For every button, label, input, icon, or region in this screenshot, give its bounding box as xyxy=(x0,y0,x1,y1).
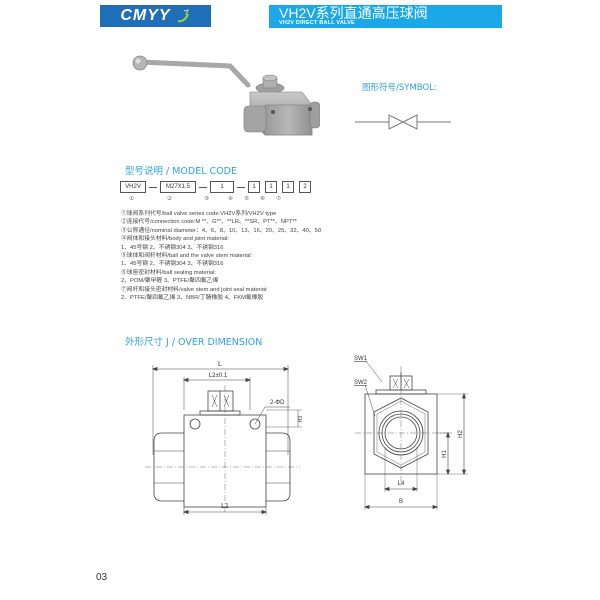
title-chinese: VH2V系列直通高压球阀 xyxy=(279,5,428,21)
description-line: ⑤球体和阀杆材料/ball and the valve stem materia… xyxy=(121,253,253,260)
description-line: 1、45号钢 2、不锈钢304 3、不锈钢316 xyxy=(121,244,224,251)
description-line: ③公称通径/nominal diameter：4、6、8、10、13、16、20… xyxy=(121,227,322,234)
code-index: ⑤ xyxy=(244,196,249,202)
description-line: 2、PTFE/聚四氟乙烯 3、NBR/丁腈橡胶 4、FKM氟橡胶 xyxy=(121,295,264,302)
model-code-row: VH2V M27X1.5 1 1 1 1 2 xyxy=(120,180,311,194)
description-line: ④阀体和接头材料/body and joint material: xyxy=(121,236,229,243)
dim-H1: H1 xyxy=(442,450,448,458)
dim-L2: L2±0.1 xyxy=(209,373,228,379)
front-view-drawing: L L2±0.1 2-ΦD H3 L1 xyxy=(145,361,304,515)
dim-L: L xyxy=(218,361,222,368)
description-line: ⑦阀杆和接头密封材料/valve stem and joint seal mat… xyxy=(121,286,267,293)
model-code-title: 型号说明 / MODEL CODE xyxy=(125,166,237,177)
code-field-ball-material: 1 xyxy=(265,181,277,193)
code-field-series: VH2V xyxy=(120,181,146,193)
dim-H3: H3 xyxy=(298,416,304,423)
code-index: ② xyxy=(167,196,172,202)
code-index: ⑥ xyxy=(260,196,265,202)
model-code-descriptions: ①球阀系列代号/ball valve series code:VH2V系列/VH… xyxy=(121,210,351,302)
valve-symbol-icon xyxy=(355,114,451,130)
code-field-ball-seal: 1 xyxy=(282,181,294,193)
code-index: ⑦ xyxy=(276,196,281,202)
description-line: 1、45号钢 2、不锈钢304 3、不锈钢316 xyxy=(121,261,224,268)
side-view-drawing: SW1 SW2 H2 H1 L4 B xyxy=(354,356,468,510)
code-separator xyxy=(149,186,157,188)
code-index: ④ xyxy=(228,196,233,202)
brand-logo: CMYY xyxy=(100,5,211,27)
code-index: ① xyxy=(129,196,134,202)
title-english: VH2V DIRECT BALL VALVE xyxy=(279,20,355,26)
page-number: 03 xyxy=(96,572,108,583)
dim-SW1: SW1 xyxy=(354,356,368,362)
code-field-diameter: 1 xyxy=(210,181,234,193)
ball-valve-photo xyxy=(132,55,320,136)
dim-B: B xyxy=(399,499,403,505)
code-field-stem-seal: 2 xyxy=(299,181,311,193)
description-line: ②连接代号/connection code:M **、G**、**LR、**SR… xyxy=(121,219,297,226)
model-code-indices: ① ② ③ ④ ⑤ ⑥ ⑦ xyxy=(120,196,320,204)
code-separator xyxy=(237,186,245,188)
dim-H2: H2 xyxy=(458,430,464,438)
code-field-connection: M27X1.5 xyxy=(160,181,196,193)
code-field-body-material: 1 xyxy=(248,181,260,193)
code-index: ③ xyxy=(204,196,209,202)
title-banner: VH2V系列直通高压球阀 VH2V DIRECT BALL VALVE xyxy=(269,5,502,28)
logo-text: CMYY xyxy=(120,7,171,24)
description-line: ①球阀系列代号/ball valve series code:VH2V系列/VH… xyxy=(121,211,277,217)
leaf-logo-icon xyxy=(177,9,189,23)
dim-SW2: SW2 xyxy=(354,380,368,386)
dim-L4: L4 xyxy=(398,481,405,487)
code-separator xyxy=(199,186,207,188)
dimension-title: 外形尺寸 J / OVER DIMENSION xyxy=(125,337,263,348)
dim-holes: 2-ΦD xyxy=(270,400,285,406)
description-line: ⑥球座密封材料/ball sealing material: xyxy=(121,269,217,276)
dim-L1: L1 xyxy=(221,503,229,510)
description-line: 2、POM/聚甲醛 3、PTFE/聚四氟乙烯 xyxy=(121,278,219,285)
symbol-label: 图形符号/SYMBOL: xyxy=(362,83,437,93)
